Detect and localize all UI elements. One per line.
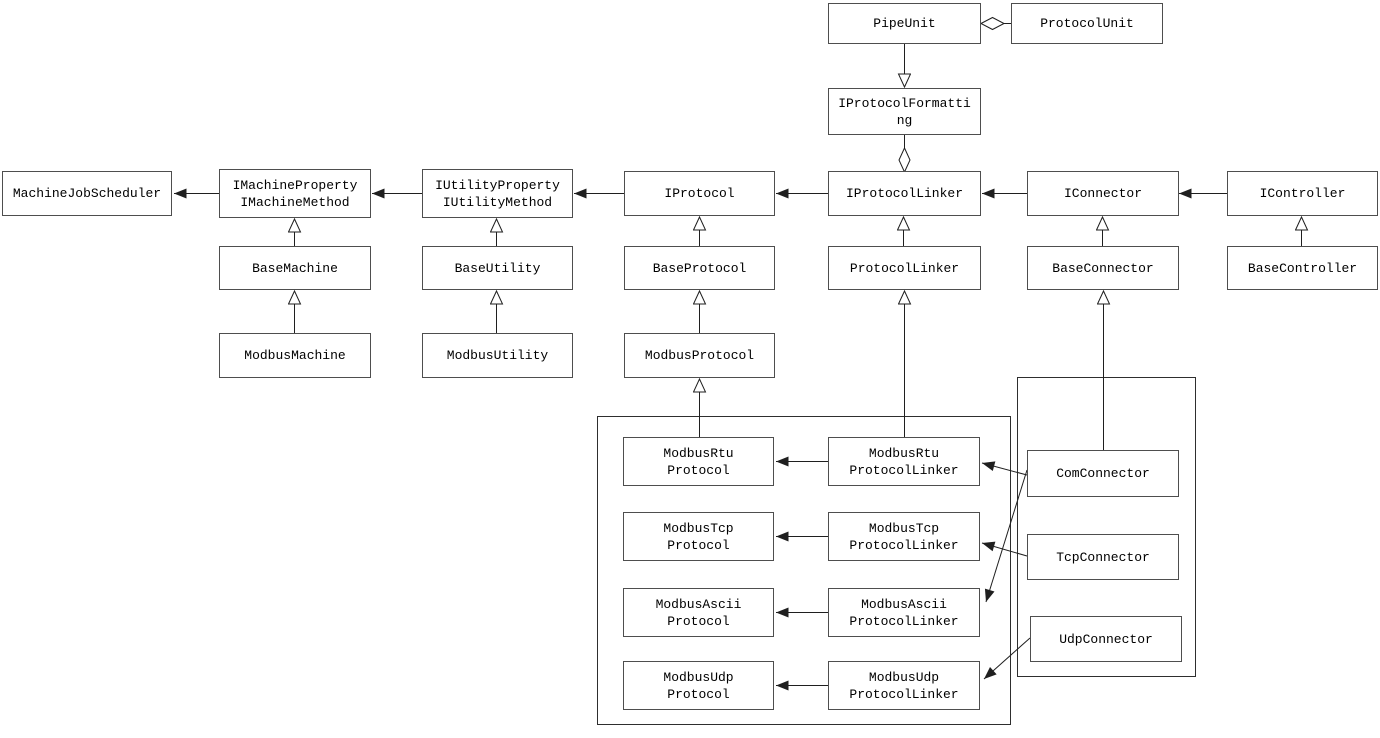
class-box-modbus-utility: ModbusUtility [422, 333, 573, 378]
class-box-modbus-protocol: ModbusProtocol [624, 333, 775, 378]
class-box-modbus-tcp-protocol: ModbusTcp Protocol [623, 512, 774, 561]
class-label-modbus-udp-protocol: ModbusUdp Protocol [663, 669, 734, 702]
class-label-modbus-udp-protocol-linker: ModbusUdp ProtocolLinker [849, 669, 959, 702]
class-label-com-connector: ComConnector [1056, 466, 1150, 481]
class-label-base-controller: BaseController [1247, 260, 1358, 276]
class-box-iutility: IUtilityProperty IUtilityMethod [422, 169, 573, 218]
class-box-modbus-udp-protocol: ModbusUdp Protocol [623, 661, 774, 710]
class-box-base-utility: BaseUtility [422, 246, 573, 290]
class-box-modbus-rtu-protocol: ModbusRtu Protocol [623, 437, 774, 486]
class-box-udp-connector: UdpConnector [1030, 616, 1182, 662]
class-box-com-connector: ComConnector [1027, 450, 1179, 497]
class-box-base-machine: BaseMachine [219, 246, 371, 290]
class-label-tcp-connector: TcpConnector [1056, 549, 1150, 565]
class-box-iprotocol-formatting: IProtocolFormatti ng [828, 88, 981, 135]
class-label-modbus-ascii-protocol-linker: ModbusAscii ProtocolLinker [849, 596, 959, 629]
class-label-modbus-tcp-protocol: ModbusTcp Protocol [663, 520, 734, 553]
class-box-protocol-unit: ProtocolUnit [1011, 3, 1163, 44]
class-box-base-controller: BaseController [1227, 246, 1378, 290]
class-box-iprotocol: IProtocol [624, 171, 775, 216]
class-label-protocol-unit: ProtocolUnit [1040, 16, 1134, 31]
class-box-imachine: IMachineProperty IMachineMethod [219, 169, 371, 218]
class-box-tcp-connector: TcpConnector [1027, 534, 1179, 580]
class-box-modbus-machine: ModbusMachine [219, 333, 371, 378]
class-box-modbus-ascii-protocol: ModbusAscii Protocol [623, 588, 774, 637]
class-label-modbus-rtu-protocol-linker: ModbusRtu ProtocolLinker [849, 445, 959, 478]
class-box-iprotocol-linker: IProtocolLinker [828, 171, 981, 216]
class-label-iconnector: IConnector [1063, 186, 1142, 201]
class-label-protocol-linker: ProtocolLinker [849, 260, 960, 276]
class-label-iprotocol-linker: IProtocolLinker [845, 186, 964, 201]
class-label-modbus-protocol: ModbusProtocol [644, 348, 755, 363]
class-box-pipe-unit: PipeUnit [828, 3, 981, 44]
class-label-machine-job-scheduler: MachineJobScheduler [12, 186, 162, 201]
class-box-modbus-tcp-protocol-linker: ModbusTcp ProtocolLinker [828, 512, 980, 561]
class-box-iconnector: IConnector [1027, 171, 1179, 216]
aggregation-diamond-pipeunit [979, 16, 1006, 31]
class-label-iprotocol: IProtocol [664, 186, 735, 201]
class-label-modbus-ascii-protocol: ModbusAscii Protocol [655, 596, 742, 629]
class-label-iprotocol-formatting: IProtocolFormatti ng [838, 95, 971, 128]
class-box-base-protocol: BaseProtocol [624, 246, 775, 290]
class-box-base-connector: BaseConnector [1027, 246, 1179, 290]
class-box-modbus-ascii-protocol-linker: ModbusAscii ProtocolLinker [828, 588, 980, 637]
aggregation-diamond-iprotocollinker [898, 146, 911, 174]
class-label-icontroller: IController [1259, 186, 1346, 201]
class-label-pipe-unit: PipeUnit [873, 16, 936, 31]
class-label-udp-connector: UdpConnector [1059, 631, 1153, 647]
class-box-modbus-rtu-protocol-linker: ModbusRtu ProtocolLinker [828, 437, 980, 486]
class-box-protocol-linker: ProtocolLinker [828, 246, 981, 290]
class-label-base-utility: BaseUtility [454, 260, 541, 276]
class-label-modbus-utility: ModbusUtility [446, 348, 549, 363]
class-label-modbus-machine: ModbusMachine [244, 348, 346, 363]
class-label-iutility: IUtilityProperty IUtilityMethod [435, 177, 560, 210]
class-label-imachine: IMachineProperty IMachineMethod [232, 177, 358, 210]
class-label-base-connector: BaseConnector [1052, 260, 1154, 276]
class-box-icontroller: IController [1227, 171, 1378, 216]
class-box-modbus-udp-protocol-linker: ModbusUdp ProtocolLinker [828, 661, 980, 710]
class-label-base-protocol: BaseProtocol [652, 260, 747, 276]
class-label-modbus-tcp-protocol-linker: ModbusTcp ProtocolLinker [849, 520, 959, 553]
class-box-machine-job-scheduler: MachineJobScheduler [2, 171, 172, 216]
class-label-modbus-rtu-protocol: ModbusRtu Protocol [663, 445, 734, 478]
class-label-base-machine: BaseMachine [252, 260, 338, 276]
